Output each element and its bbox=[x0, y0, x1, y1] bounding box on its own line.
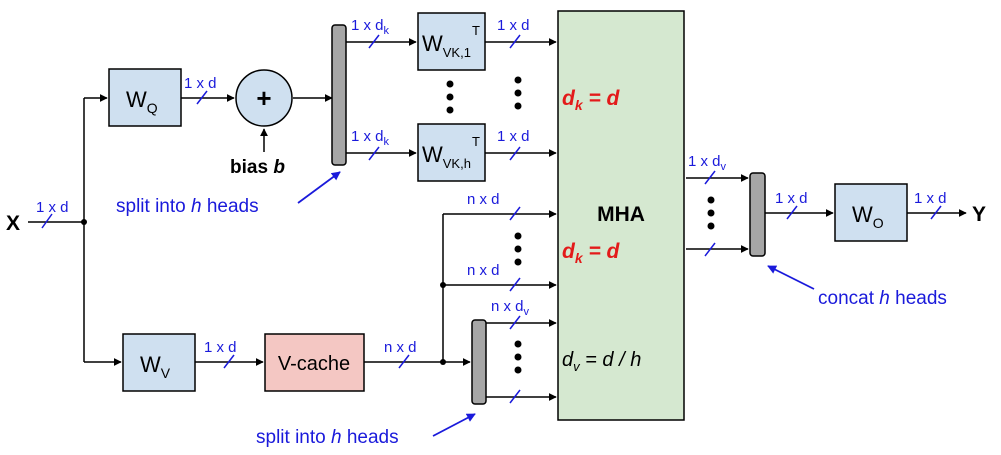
svg-text:T: T bbox=[472, 23, 480, 38]
svg-text:WQ: WQ bbox=[126, 87, 158, 116]
dim-label-concat-out: 1 x d bbox=[775, 190, 808, 207]
mha-block: MHA dk = d dk = d dv = d / h bbox=[557, 10, 685, 421]
dim-label-wvkh-out: 1 x d bbox=[497, 128, 530, 145]
dim-label-dv-concat: 1 x dv bbox=[688, 153, 727, 173]
svg-text:WVK,h: WVK,h bbox=[422, 142, 471, 171]
adder-block: + bbox=[235, 69, 293, 127]
dim-label-k1: n x d bbox=[467, 191, 500, 208]
wv-block: WV bbox=[122, 333, 196, 392]
wvkh-block: WVK,h T bbox=[417, 123, 486, 182]
wvk1-block: WVK,1 T bbox=[417, 12, 486, 71]
dim-label-vcache: n x d bbox=[384, 339, 417, 356]
wq-block: WQ bbox=[108, 68, 182, 127]
svg-text:WVK,1: WVK,1 bbox=[422, 31, 471, 60]
plus-icon: + bbox=[256, 83, 271, 113]
wo-block: WO bbox=[834, 183, 908, 242]
split-bar-top bbox=[331, 24, 347, 166]
output-label: Y bbox=[972, 203, 986, 226]
mha-label: MHA bbox=[597, 203, 645, 226]
concat-arrow bbox=[767, 265, 815, 290]
dim-label-input: 1 x d bbox=[36, 199, 69, 216]
split-arrow-bottom bbox=[432, 413, 476, 437]
concat-annotation: concat h heads bbox=[818, 288, 947, 309]
annotations: split into h heads split into h heads co… bbox=[116, 171, 947, 448]
svg-text:T: T bbox=[472, 134, 480, 149]
input-label: X bbox=[6, 212, 20, 235]
mha-eq-mid: dk = d bbox=[562, 240, 621, 266]
dim-label-dk-bottom: 1 x dk bbox=[351, 128, 390, 148]
mha-eq-top: dk = d bbox=[562, 87, 621, 113]
dim-label-dk-top: 1 x dk bbox=[351, 17, 390, 37]
svg-text:WV: WV bbox=[140, 352, 171, 381]
ellipsis-dots bbox=[446, 76, 715, 374]
dim-label-k2: n x d bbox=[467, 262, 500, 279]
dim-label-wq: 1 x d bbox=[184, 75, 217, 92]
dim-label-dv-split: n x dv bbox=[491, 298, 530, 318]
bias-label: bias b bbox=[230, 157, 285, 178]
dimension-slashes bbox=[41, 34, 942, 404]
split-arrow-top bbox=[297, 171, 341, 204]
split-annotation-bottom: split into h heads bbox=[256, 427, 399, 448]
concat-bar bbox=[749, 172, 766, 257]
dim-label-wvk1-out: 1 x d bbox=[497, 17, 530, 34]
dimension-labels: 1 x d 1 x d 1 x dk 1 x dk 1 x d 1 x d 1 … bbox=[36, 17, 947, 356]
split-bar-bottom bbox=[471, 319, 487, 405]
mha-eq-bottom: dv = d / h bbox=[562, 349, 641, 374]
svg-text:WO: WO bbox=[852, 202, 884, 231]
wires bbox=[28, 38, 967, 401]
vcache-block: V-cache bbox=[264, 333, 365, 392]
dim-label-wv: 1 x d bbox=[204, 339, 237, 356]
dim-label-wo-out: 1 x d bbox=[914, 190, 947, 207]
svg-text:V-cache: V-cache bbox=[278, 353, 350, 375]
split-annotation-top: split into h heads bbox=[116, 196, 259, 217]
